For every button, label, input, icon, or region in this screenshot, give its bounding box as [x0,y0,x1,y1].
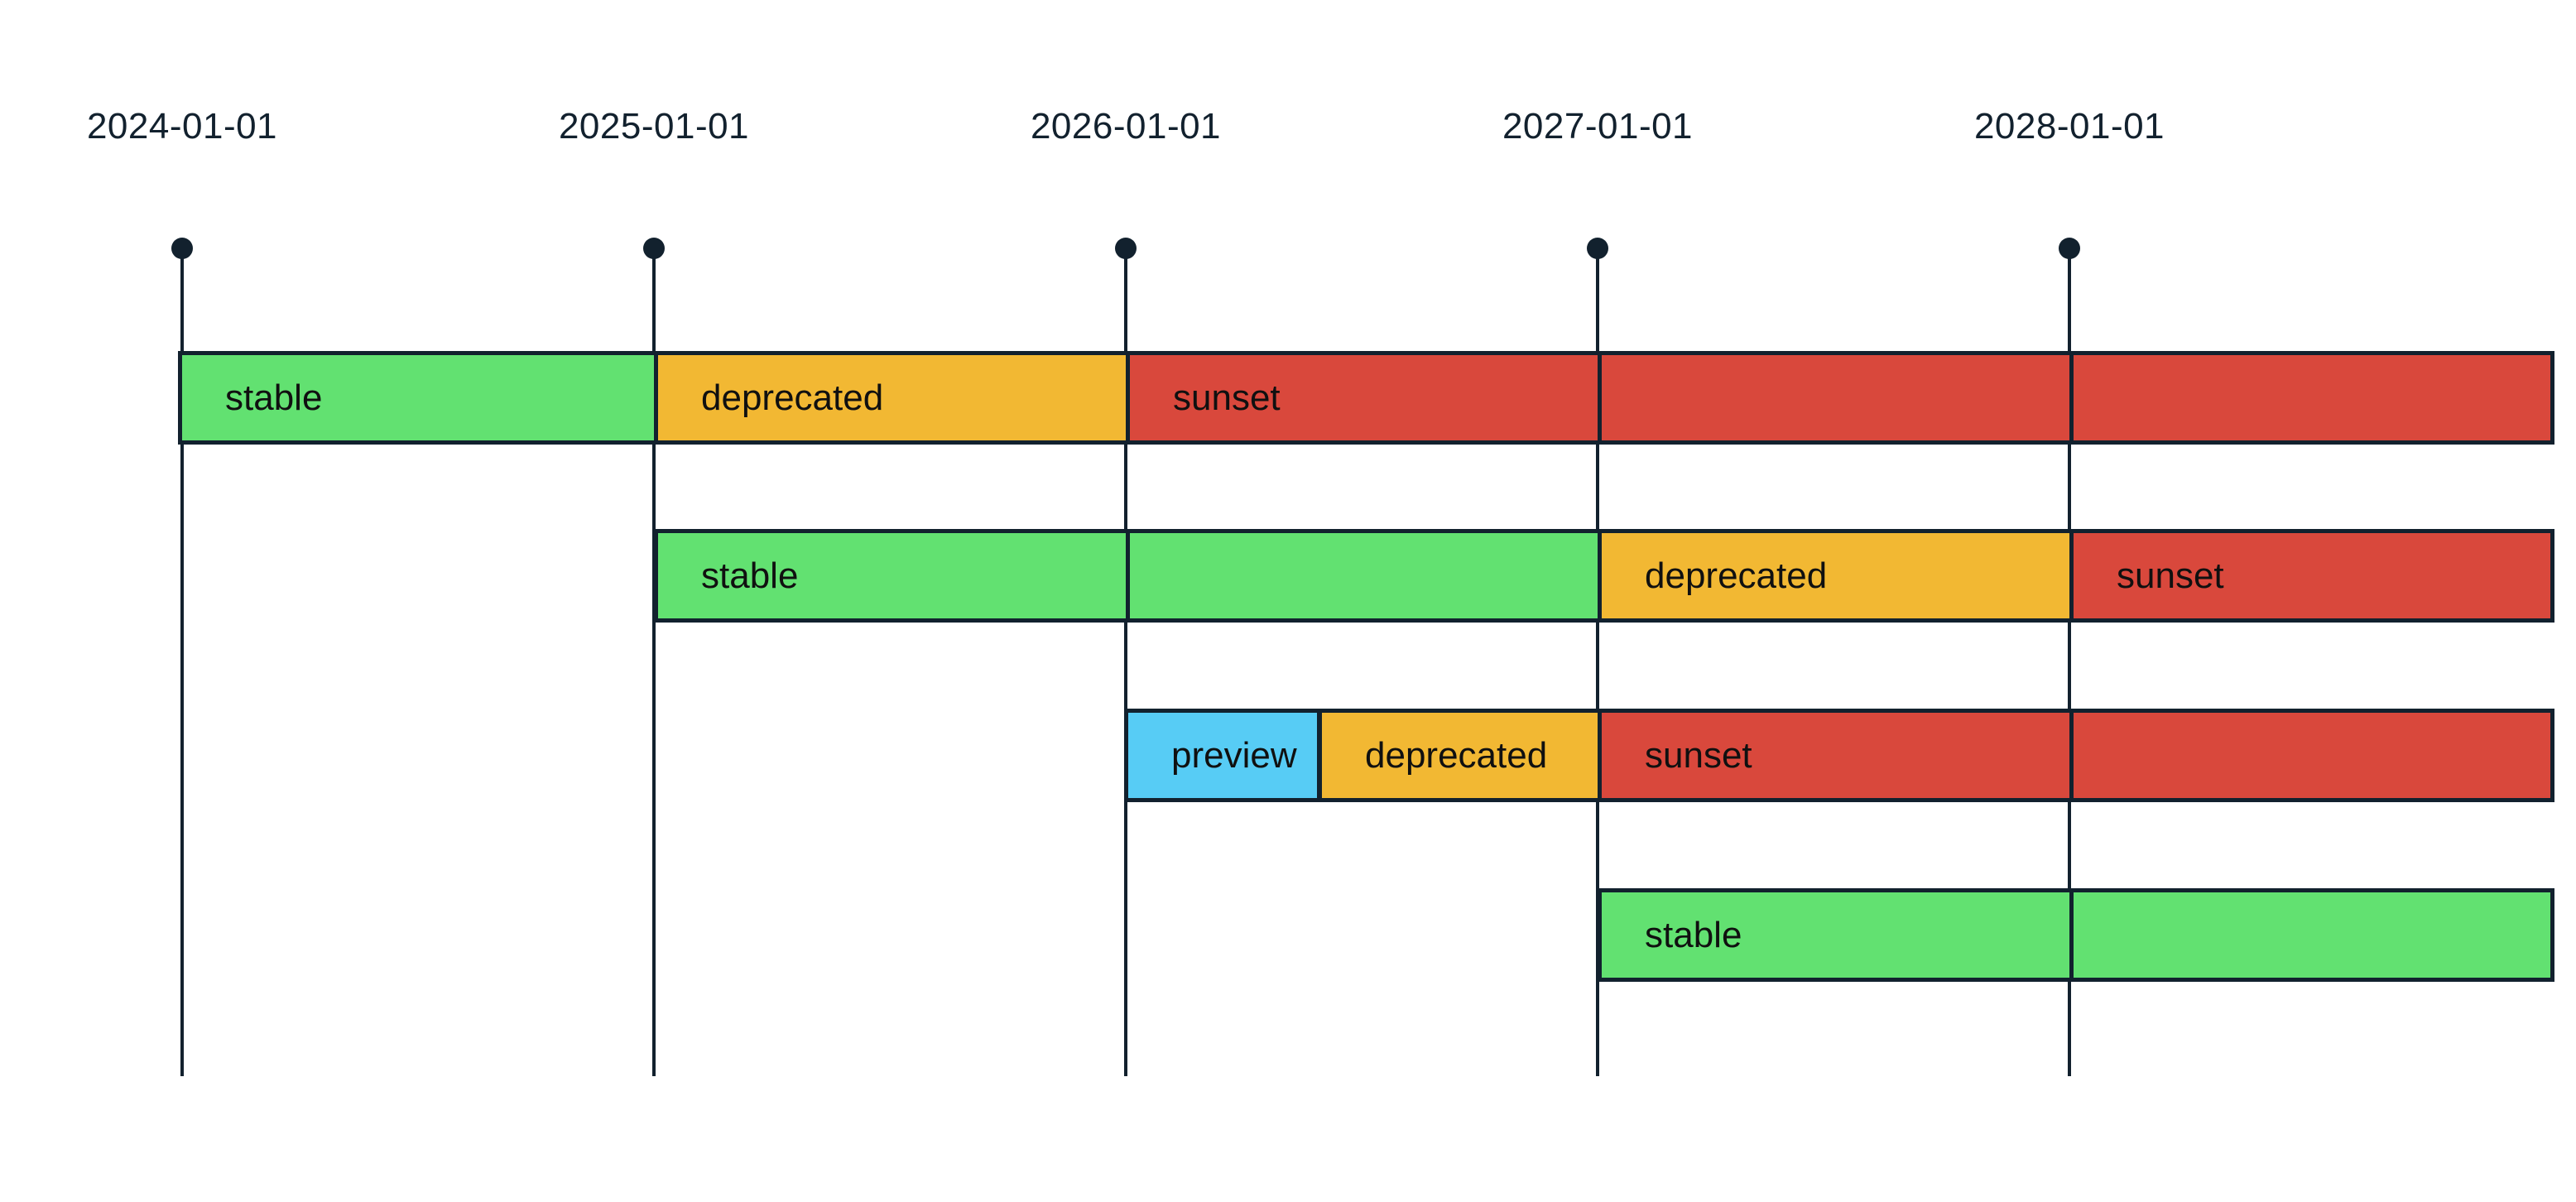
timeline-segment-label: deprecated [1365,734,1548,776]
timeline-segment-sunset[interactable]: sunset [1126,351,1602,445]
axis-tick-label: 2025-01-01 [558,106,750,147]
timeline-segment-stable[interactable]: stable [1598,888,2074,982]
timeline-segment-label: sunset [2117,555,2224,596]
timeline-segment-label: stable [225,377,323,418]
timeline-row: stable stable [0,888,2576,982]
timeline-segment-sunset[interactable]: sunset [1598,709,2074,802]
timeline-segment-label: stable [701,555,799,596]
timeline-segment-sunset[interactable]: sunset [2069,529,2554,623]
timeline-segment-stable[interactable]: stable [654,529,1130,623]
timeline-segment-preview[interactable]: preview [1124,709,1321,802]
axis-tick-dot-icon [643,238,665,259]
timeline-row: stabledeprecatedsunsetsunsetsunset [0,351,2576,445]
axis-tick-dot-icon [2059,238,2080,259]
axis-tick-line [1596,248,1599,1076]
timeline-segment-deprecated[interactable]: deprecated [654,351,1130,445]
timeline-segment-sunset[interactable]: sunset [2069,351,2554,445]
timeline-segment-stable[interactable]: stable [1126,529,1602,623]
timeline-segment-label: preview [1171,734,1297,776]
timeline-segment-label: deprecated [1645,555,1828,596]
axis-tick-label: 2024-01-01 [86,106,278,147]
timeline-segment-deprecated[interactable]: deprecated [1598,529,2074,623]
timeline-segment-label: stable [1645,914,1742,955]
axis-tick-line [180,248,184,1076]
axis-tick-label: 2028-01-01 [1973,106,2165,147]
axis-tick-dot-icon [171,238,193,259]
axis-tick-line [1124,248,1127,1076]
timeline-segment-sunset[interactable]: sunset [2069,709,2554,802]
timeline-segment-label: sunset [1645,734,1752,776]
axis-tick-dot-icon [1115,238,1137,259]
axis-tick-dot-icon [1587,238,1608,259]
timeline-segment-stable[interactable]: stable [178,351,658,445]
timeline-row: stable stable deprecated sunset [0,529,2576,623]
timeline-segment-stable[interactable]: stable [2069,888,2554,982]
timeline-segment-label: deprecated [701,377,884,418]
axis-tick-line [2068,248,2071,1076]
timeline-segment-label: sunset [1173,377,1281,418]
timeline-row: preview deprecated sunset sunset [0,709,2576,802]
timeline-segment-deprecated[interactable]: deprecated [1318,709,1602,802]
axis-tick-label: 2027-01-01 [1502,106,1694,147]
timeline-segment-sunset[interactable]: sunset [1598,351,2074,445]
axis-tick-label: 2026-01-01 [1030,106,1222,147]
axis-tick-line [652,248,656,1076]
